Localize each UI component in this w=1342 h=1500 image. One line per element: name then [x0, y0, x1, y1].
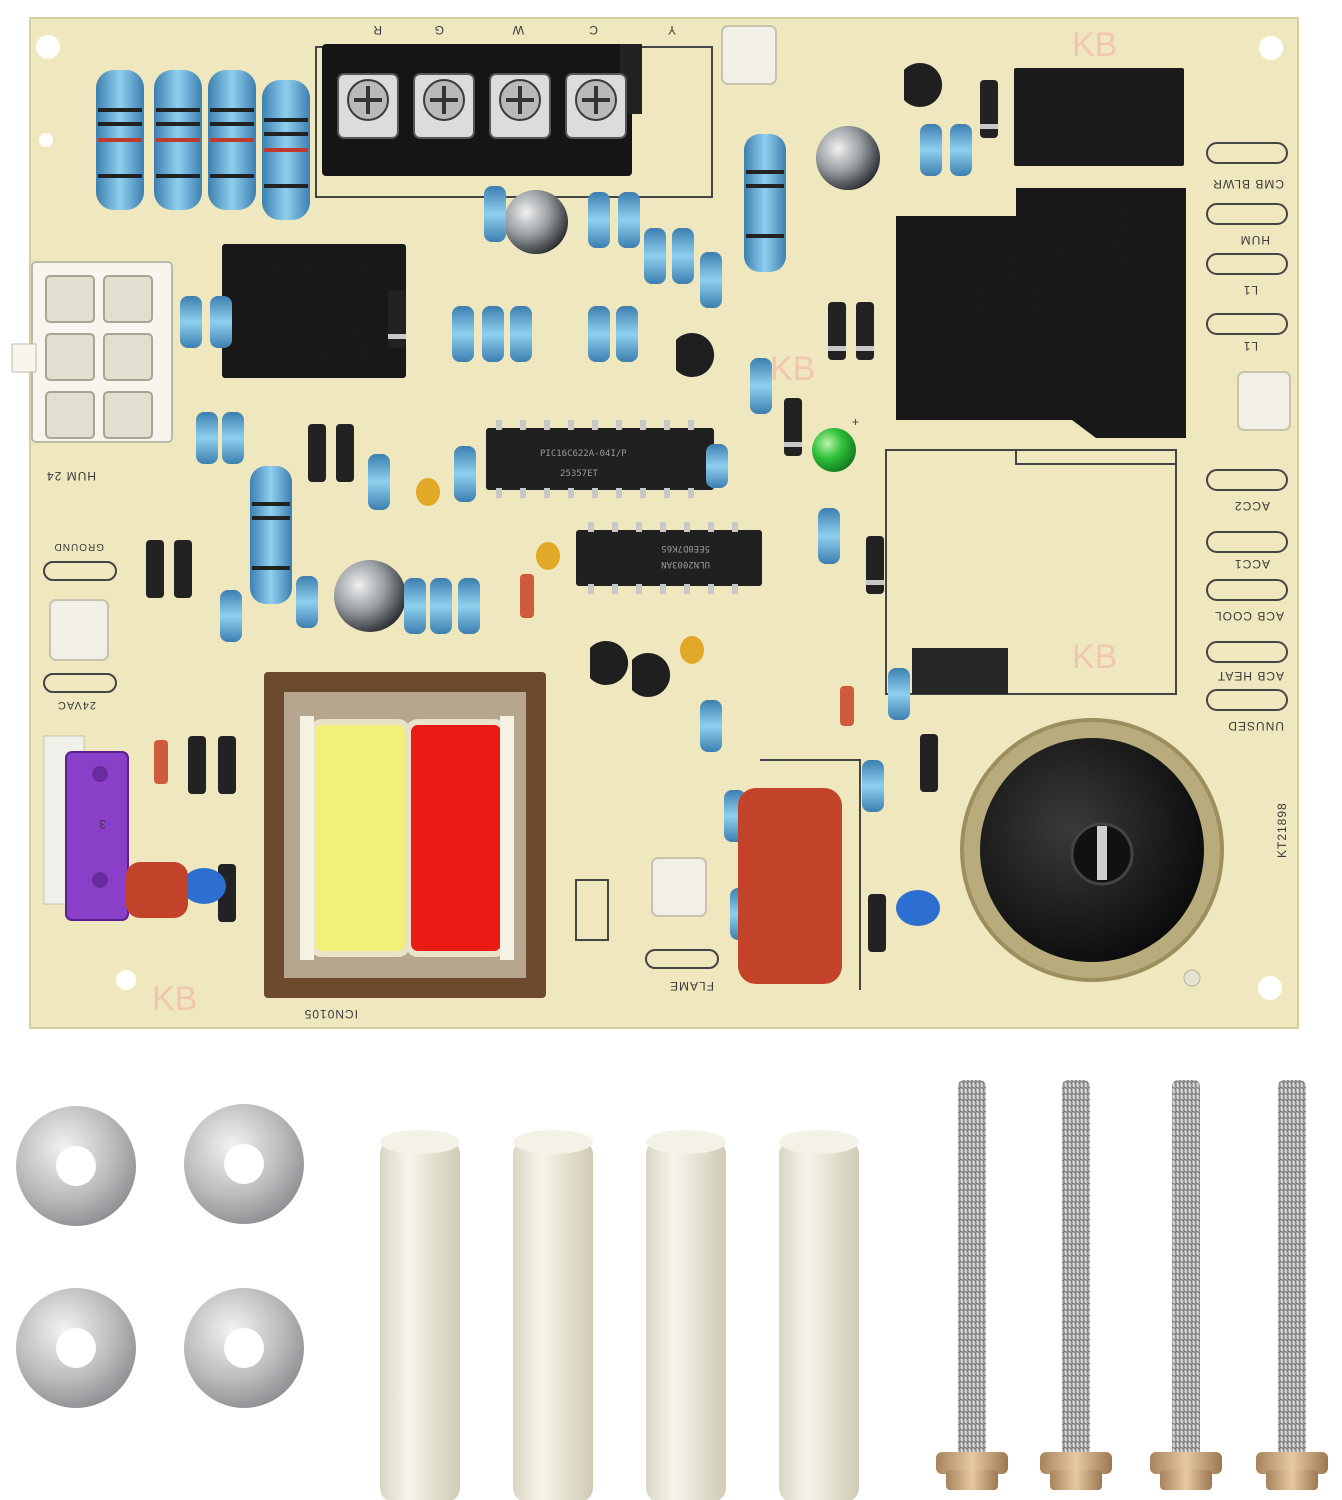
- svg-text:TF0403 A(1): TF0403 A(1): [266, 261, 328, 273]
- transistors: [590, 63, 943, 698]
- svg-text:L1: L1: [1243, 339, 1258, 353]
- svg-text:15A 125VAC: 15A 125VAC: [316, 311, 380, 323]
- ceramic-caps: [182, 478, 940, 926]
- svg-text:KB: KB: [1072, 638, 1117, 676]
- terminal-label-y: Y: [667, 23, 676, 37]
- nylon-standoff: [380, 1130, 460, 1500]
- film-capacitors: [126, 788, 842, 984]
- washer: [16, 1106, 136, 1226]
- standoff-set: [380, 1130, 859, 1500]
- microcontroller-chip: PIC16C622A-04I/P 25357ET: [486, 420, 714, 498]
- main-relay: SMA-T90 24VDC-S-A NO:30A 240VAC 250VAC 1…: [896, 188, 1186, 438]
- svg-text:+: +: [852, 415, 860, 429]
- power-resistors: [96, 70, 310, 220]
- svg-text:ACC1: ACC1: [1234, 557, 1270, 571]
- svg-text:125VAC: 125VAC: [970, 250, 990, 317]
- machine-screw: [1150, 1080, 1222, 1490]
- machine-screw: [1256, 1080, 1328, 1490]
- svg-text:CHINA: CHINA: [345, 261, 380, 273]
- label-hum24: HUM 24: [46, 469, 96, 483]
- svg-text:250VAC: 250VAC: [998, 250, 1018, 317]
- svg-text:SMA-T90: SMA-T90: [1110, 210, 1130, 287]
- right-connector-labels: CMB BLWR HUM L1 L1 ACC2 ACC1 ACB COOL AC…: [1212, 177, 1284, 733]
- washer: [184, 1288, 304, 1408]
- svg-text:12VDC-1HS(551): 12VDC-1HS(551): [293, 327, 380, 339]
- terminal-label-g: G: [434, 23, 444, 37]
- svg-text:5EE0D7K6S: 5EE0D7K6S: [661, 543, 710, 553]
- svg-text:NO:30A: NO:30A: [1054, 210, 1074, 276]
- diodes: [146, 80, 998, 952]
- board-standoffs: [49, 25, 1291, 917]
- svg-text:ACB COOL: ACB COOL: [1214, 609, 1284, 623]
- svg-text:ACB HEAT: ACB HEAT: [1217, 669, 1284, 683]
- transformer: [264, 672, 546, 998]
- label-24vac: 24VAC: [57, 699, 96, 711]
- screw-set: [936, 1080, 1328, 1490]
- svg-text:CMB BLWR: CMB BLWR: [1212, 177, 1284, 191]
- small-relay: JQC-3FF 12VDC-1HS(551) 15A 125VAC 10A 27…: [222, 244, 406, 378]
- washer-set: [16, 1104, 304, 1408]
- machine-screw: [1040, 1080, 1112, 1490]
- svg-text:L1: L1: [1243, 283, 1258, 297]
- terminal-label-c: C: [588, 23, 598, 37]
- svg-text:UNUSED: UNUSED: [1227, 719, 1284, 733]
- electrolytic-capacitors: [334, 126, 880, 632]
- svg-text:ACC2: ACC2: [1234, 499, 1270, 513]
- molex-connector: [11, 261, 173, 443]
- rotary-knob: [960, 718, 1224, 982]
- svg-text:3: 3: [98, 817, 106, 831]
- svg-text:PIC16C622A-04I/P: PIC16C622A-04I/P: [540, 449, 627, 459]
- svg-text:25357ET: 25357ET: [560, 469, 599, 479]
- blade-fuse: 3: [43, 735, 129, 921]
- terminal-letters: R G W C Y: [372, 23, 676, 37]
- terminal-block: [322, 44, 642, 176]
- svg-text:KB: KB: [770, 350, 815, 388]
- svg-text:KB: KB: [152, 980, 197, 1018]
- large-resistors: [250, 134, 786, 604]
- watermark: KB KB KB KB: [152, 26, 1117, 1018]
- status-led: +: [812, 415, 860, 472]
- svg-text:JQC-3FF: JQC-3FF: [313, 344, 380, 361]
- aux-relay: [1014, 68, 1184, 166]
- svg-text:ULN2003AN: ULN2003AN: [661, 559, 710, 569]
- svg-text:24VDC-S-A: 24VDC-S-A: [1082, 210, 1102, 305]
- nylon-standoff: [513, 1130, 593, 1500]
- driver-chip: ULN2003AN 5EE0D7K6S: [576, 522, 762, 594]
- nylon-standoff: [779, 1130, 859, 1500]
- svg-text:TV-5: TV-5: [357, 279, 380, 291]
- terminal-label-w: W: [512, 23, 524, 37]
- washer: [184, 1104, 304, 1224]
- svg-text:10A 277VAC: 10A 277VAC: [316, 295, 380, 307]
- model-code: ICN0105: [304, 1007, 358, 1021]
- serial-number: KT21898: [1275, 802, 1289, 858]
- svg-text:HUM: HUM: [1240, 233, 1270, 247]
- terminal-label-r: R: [372, 23, 382, 37]
- label-ground: GROUND: [54, 541, 104, 552]
- voltage-regulator: [912, 648, 1008, 694]
- left-labels: HUM 24 GROUND 24VAC: [46, 469, 104, 711]
- nylon-standoff: [646, 1130, 726, 1500]
- svg-text:KB: KB: [1072, 26, 1117, 64]
- signal-resistors: [180, 124, 972, 940]
- washer: [16, 1288, 136, 1408]
- svg-text:240VAC: 240VAC: [1026, 250, 1046, 317]
- label-flame: FLAME: [669, 979, 714, 993]
- machine-screw: [936, 1080, 1008, 1490]
